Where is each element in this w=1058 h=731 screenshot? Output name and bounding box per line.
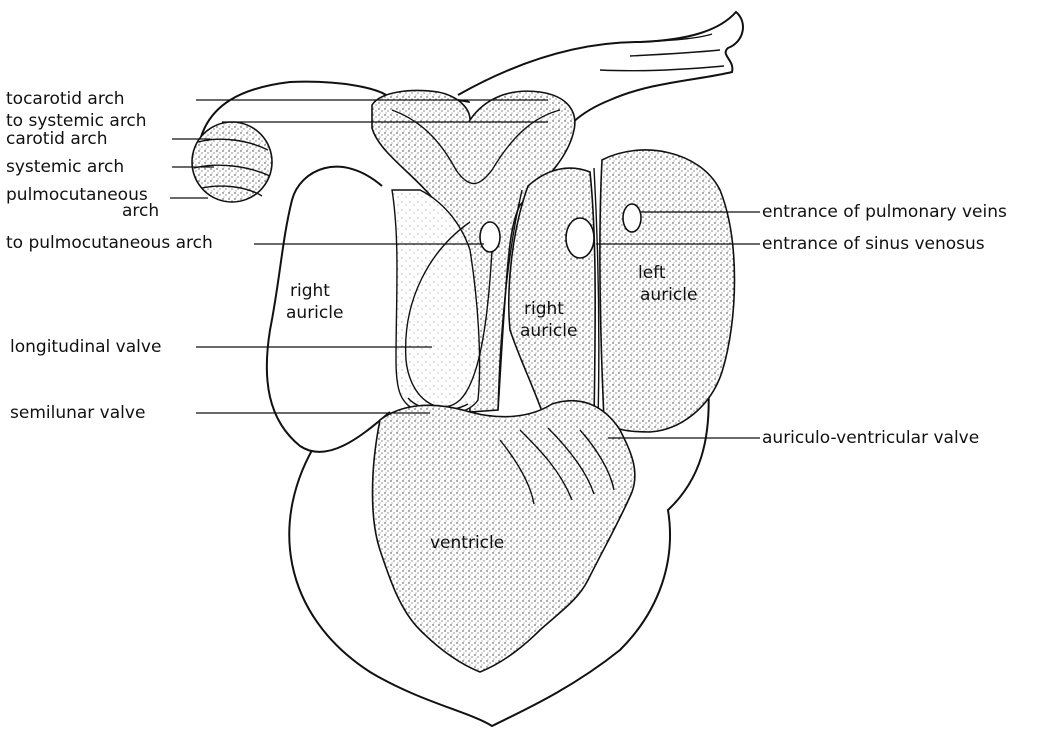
label-right-auricle-inner-1: right <box>524 299 564 319</box>
label-longitudinal-valve: longitudinal valve <box>10 337 161 357</box>
label-to-carotid-arch: tocarotid arch <box>6 89 125 109</box>
label-entrance-sinus-venosus: entrance of sinus venosus <box>762 234 985 254</box>
label-left-auricle-1: left <box>638 263 666 283</box>
label-left-auricle-2: auricle <box>640 285 697 305</box>
label-to-systemic-arch: to systemic arch <box>6 111 147 131</box>
label-to-pulmocutaneous-arch: to pulmocutaneous arch <box>6 233 213 253</box>
label-semilunar-valve: semilunar valve <box>10 403 145 423</box>
label-carotid-arch: carotid arch <box>6 129 108 149</box>
label-entrance-pulmonary-veins: entrance of pulmonary veins <box>762 202 1007 222</box>
label-systemic-arch: systemic arch <box>6 157 124 177</box>
arch-cross-section <box>192 122 272 202</box>
label-pulmocutaneous-line2: arch <box>122 201 159 221</box>
pulmocutaneous-opening <box>480 222 500 252</box>
sinus-venosus-entrance <box>566 218 594 258</box>
pulmonary-vein-entrance <box>623 204 641 232</box>
label-auriculo-ventricular-valve: auriculo-ventricular valve <box>762 428 979 448</box>
label-right-auricle-outer-2: auricle <box>286 303 343 323</box>
label-right-auricle-outer-1: right <box>290 281 330 301</box>
label-ventricle: ventricle <box>430 533 504 553</box>
label-right-auricle-inner-2: auricle <box>520 321 577 341</box>
